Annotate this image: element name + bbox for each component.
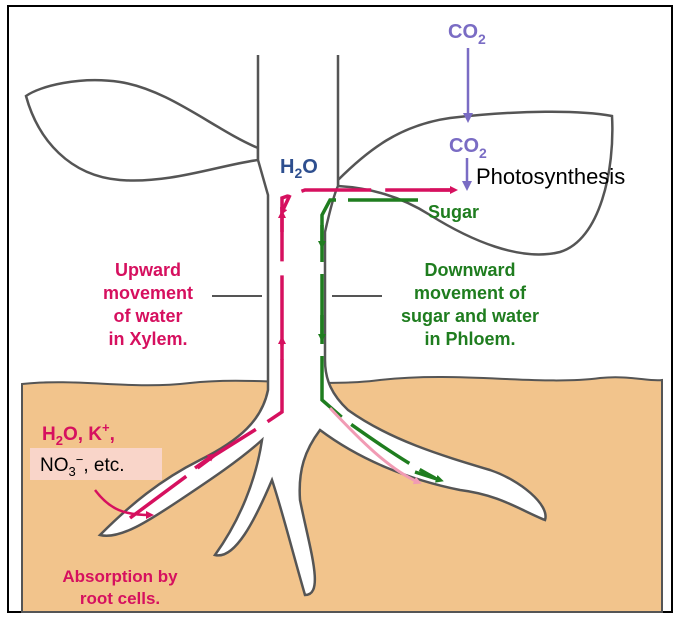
absorption-line-2: root cells. <box>80 589 160 608</box>
downward-line-2: movement of <box>414 283 527 303</box>
soil-ions-line-1: H2O, K+, <box>42 420 115 448</box>
downward-line-4: in Phloem. <box>424 329 515 349</box>
left-leaf <box>24 78 260 182</box>
co2-leaf-label: CO2 <box>449 135 487 161</box>
absorption-line-1: Absorption by <box>62 567 178 586</box>
xylem-arrow-top-left <box>280 194 292 216</box>
upward-line-2: movement <box>103 283 193 303</box>
upward-movement-label: Upward movement of water in Xylem. <box>103 260 193 349</box>
phloem-flow-line <box>320 198 436 480</box>
upward-line-4: in Xylem. <box>108 329 187 349</box>
downward-line-1: Downward <box>424 260 515 280</box>
soil-ions-box <box>30 448 162 480</box>
right-leaf <box>336 110 614 256</box>
soil-ions-line-2: NO3−, etc. <box>40 452 125 479</box>
absorption-arrow <box>94 489 154 519</box>
soil <box>21 376 663 613</box>
sugar-label: Sugar <box>428 202 479 222</box>
phloem-arrow-root <box>414 470 444 483</box>
upward-line-3: of water <box>113 306 182 326</box>
downward-line-3: sugar and water <box>401 306 539 326</box>
photosynthesis-label: Photosynthesis <box>476 164 625 189</box>
absorption-label: Absorption by root cells. <box>62 567 178 608</box>
co2-top-label: CO2 <box>448 21 486 47</box>
upward-line-1: Upward <box>115 260 181 280</box>
xylem-arrow-root <box>193 453 216 470</box>
downward-movement-label: Downward movement of sugar and water in … <box>401 260 539 349</box>
h2o-stem-label: H2O <box>280 156 318 181</box>
phloem-pink-root-arrow <box>328 406 422 485</box>
